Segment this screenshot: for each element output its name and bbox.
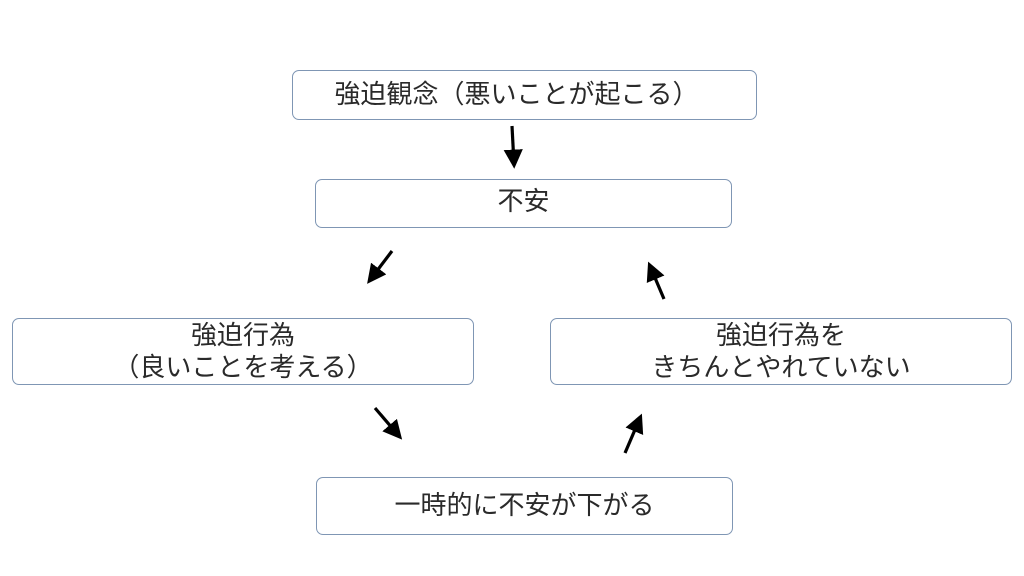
obsession-box: 強迫観念（悪いことが起こる） xyxy=(292,70,757,120)
anxiety-label: 不安 xyxy=(497,187,550,217)
arrow-compulsion-to-relief xyxy=(373,406,403,440)
not-done-label-line1: 強迫行為を xyxy=(715,320,846,351)
compulsion-box: 強迫行為 （良いことを考える） xyxy=(12,318,474,385)
arrow-relief-to-notdone xyxy=(623,413,644,454)
compulsion-label-line2: （良いことを考える） xyxy=(113,352,373,383)
anxiety-box: 不安 xyxy=(315,179,732,228)
not-done-label-line2: きちんとやれていない xyxy=(651,352,911,383)
relief-box: 一時的に不安が下がる xyxy=(316,477,733,535)
compulsion-label-line1: 強迫行為 xyxy=(190,320,295,351)
arrow-notdone-to-anxiety xyxy=(646,261,666,300)
arrow-anxiety-to-compulsion xyxy=(367,250,394,284)
relief-label: 一時的に不安が下がる xyxy=(394,491,655,521)
arrow-obsession-to-anxiety xyxy=(503,125,523,169)
obsession-label: 強迫観念（悪いことが起こる） xyxy=(334,80,699,110)
not-done-box: 強迫行為を きちんとやれていない xyxy=(550,318,1012,385)
